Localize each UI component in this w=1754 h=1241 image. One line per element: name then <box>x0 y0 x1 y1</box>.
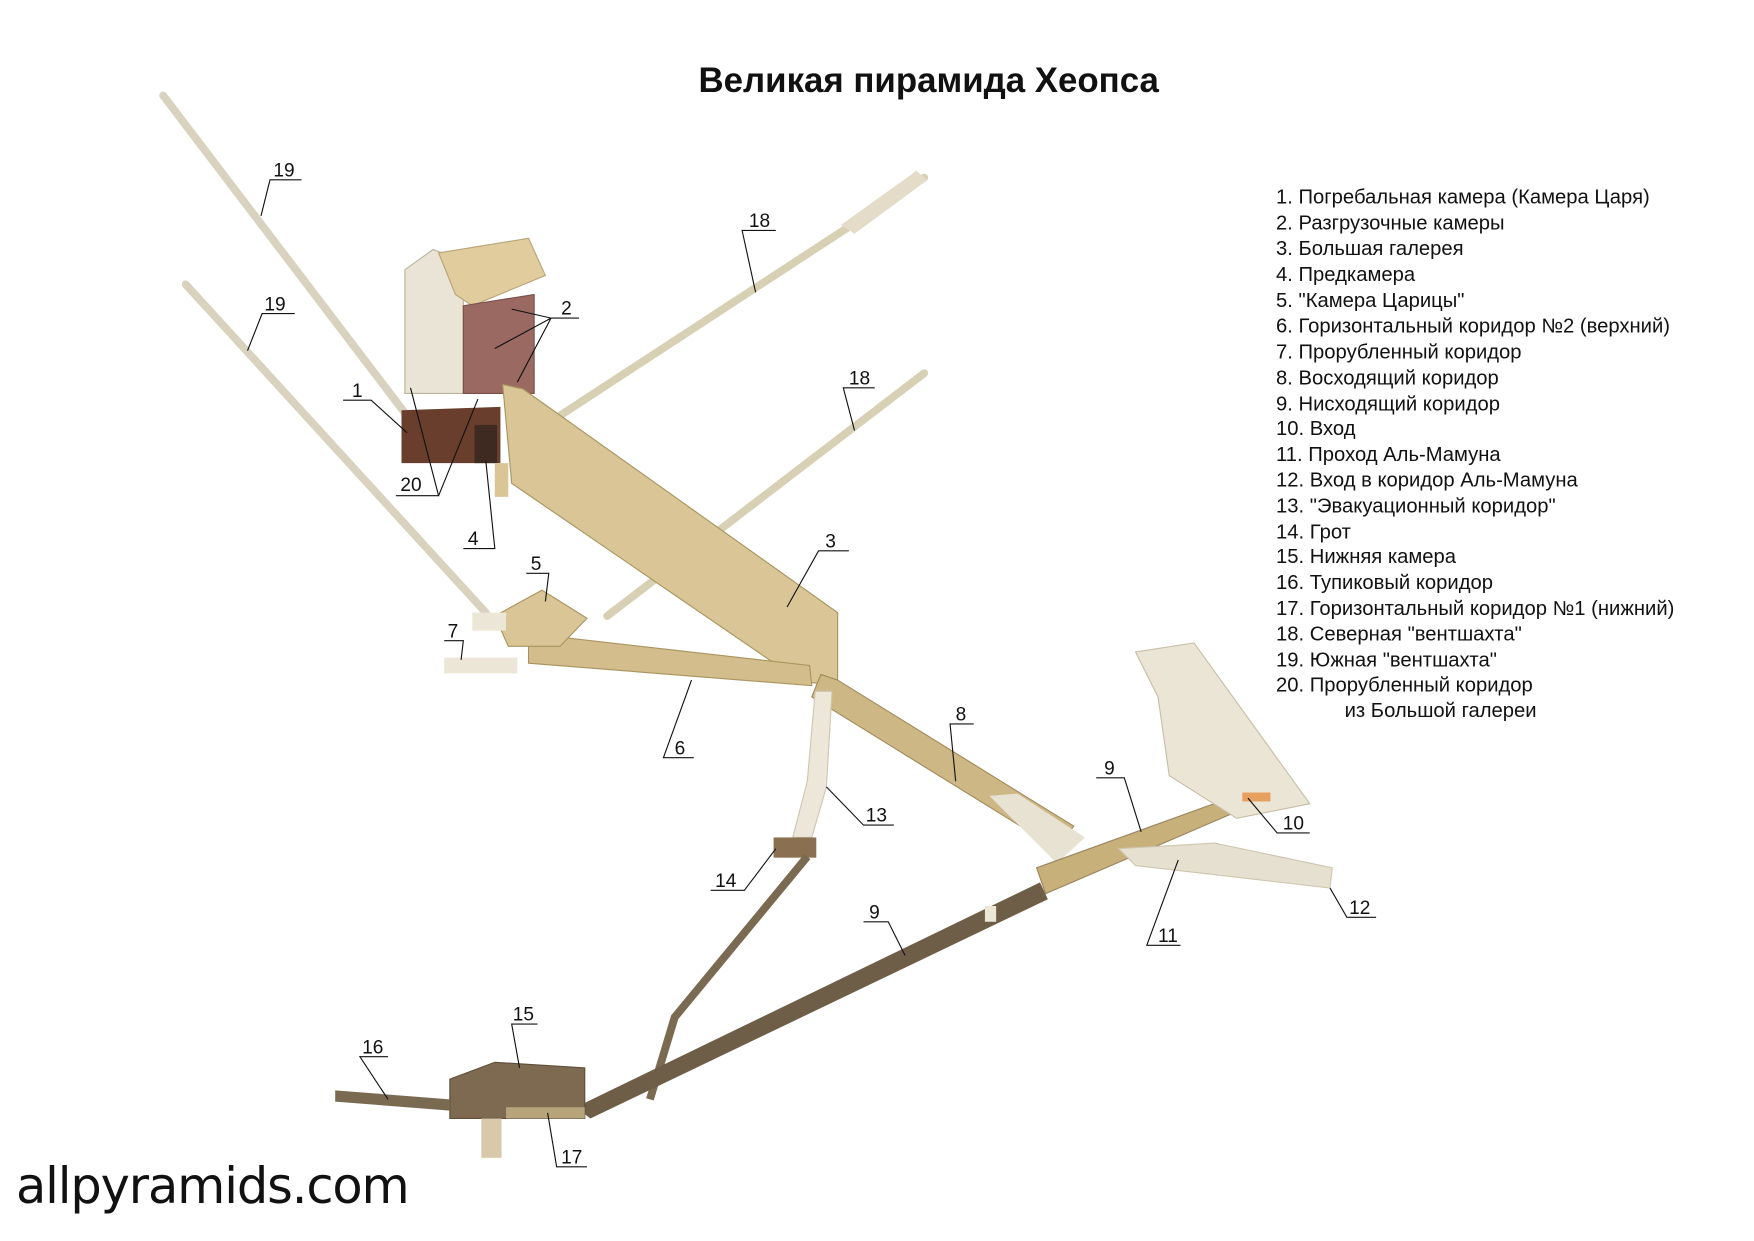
entrance-structure <box>1134 642 1311 819</box>
al-mamun-passage <box>1117 842 1333 889</box>
legend-item: 12. Вход в коридор Аль-Мамуна <box>1276 470 1578 492</box>
legend: 1. Погребальная камера (Камера Царя) 2. … <box>1276 186 1674 722</box>
dead-end-corridor <box>335 1090 450 1111</box>
legend-item: 5. "Камера Царицы" <box>1276 290 1464 312</box>
label-18-lower: 18 <box>849 368 870 389</box>
label-11: 11 <box>1158 926 1178 947</box>
evacuation-corridor <box>791 690 833 839</box>
legend-item: 6. Горизонтальный коридор №2 (верхний) <box>1276 316 1670 338</box>
label-9-upper: 9 <box>1104 759 1115 780</box>
label-19-lower: 19 <box>264 294 285 315</box>
label-13: 13 <box>866 806 887 827</box>
label-14: 14 <box>715 871 737 892</box>
legend-item: 19. Южная "вентшахта" <box>1276 650 1497 672</box>
descending-corridor-lower <box>575 882 1048 1119</box>
legend-item: 10. Вход <box>1276 418 1356 440</box>
south-shafts <box>159 91 490 617</box>
label-5: 5 <box>531 554 542 575</box>
label-18-upper: 18 <box>749 211 770 232</box>
legend-item: 14. Грот <box>1276 521 1351 543</box>
horizontal-corridor-1 <box>506 1107 585 1119</box>
legend-item: 16. Тупиковый коридор <box>1276 572 1493 594</box>
legend-item: 13. "Эвакуационный коридор" <box>1276 496 1556 518</box>
label-6: 6 <box>675 738 686 759</box>
queens-chamber <box>444 589 588 674</box>
legend-item: 15. Нижняя камера <box>1276 546 1457 568</box>
label-12: 12 <box>1349 898 1370 919</box>
label-15: 15 <box>513 1005 534 1026</box>
entrance-marker <box>1242 792 1271 802</box>
diagram-title: Великая пирамида Хеопса <box>699 61 1160 100</box>
legend-item: 8. Восходящий коридор <box>1276 367 1499 389</box>
legend-item: 7. Прорубленный коридор <box>1276 342 1522 364</box>
legend-item: 9. Нисходящий коридор <box>1276 393 1500 415</box>
legend-item: 18. Северная "вентшахта" <box>1276 624 1522 646</box>
ascending-corridor-lower <box>989 793 1085 864</box>
legend-item: 17. Горизонтальный коридор №1 (нижний) <box>1276 598 1674 620</box>
label-7: 7 <box>448 621 459 642</box>
legend-item: 1. Погребальная камера (Камера Царя) <box>1276 186 1650 208</box>
grotto <box>773 837 817 858</box>
label-3: 3 <box>825 531 836 552</box>
north-shaft-end <box>841 170 928 234</box>
label-10: 10 <box>1283 814 1304 835</box>
lower-chamber-support <box>481 1118 502 1158</box>
legend-item: 3. Большая галерея <box>1276 238 1464 260</box>
label-20: 20 <box>400 475 421 496</box>
corridor-block <box>984 906 997 922</box>
legend-item: 11. Проход Аль-Мамуна <box>1276 444 1501 466</box>
label-1: 1 <box>352 381 363 402</box>
label-16: 16 <box>362 1037 383 1058</box>
label-8: 8 <box>956 705 967 726</box>
label-17: 17 <box>561 1147 582 1168</box>
legend-item: 20. Прорубленный коридор <box>1276 674 1533 696</box>
label-19-upper: 19 <box>273 160 294 181</box>
legend-item: 4. Предкамера <box>1276 264 1416 286</box>
callout-labels: 19 19 18 18 2 1 20 4 5 7 3 6 8 13 14 9 9… <box>246 160 1377 1168</box>
lower-chamber <box>449 1061 586 1120</box>
legend-item: 2. Разгрузочные камеры <box>1276 212 1504 234</box>
label-9-lower: 9 <box>869 902 880 923</box>
label-2: 2 <box>561 299 572 320</box>
legend-item: из Большой галереи <box>1345 700 1537 722</box>
site-logo: allpyramids.com <box>16 1157 409 1215</box>
label-4: 4 <box>468 529 479 550</box>
